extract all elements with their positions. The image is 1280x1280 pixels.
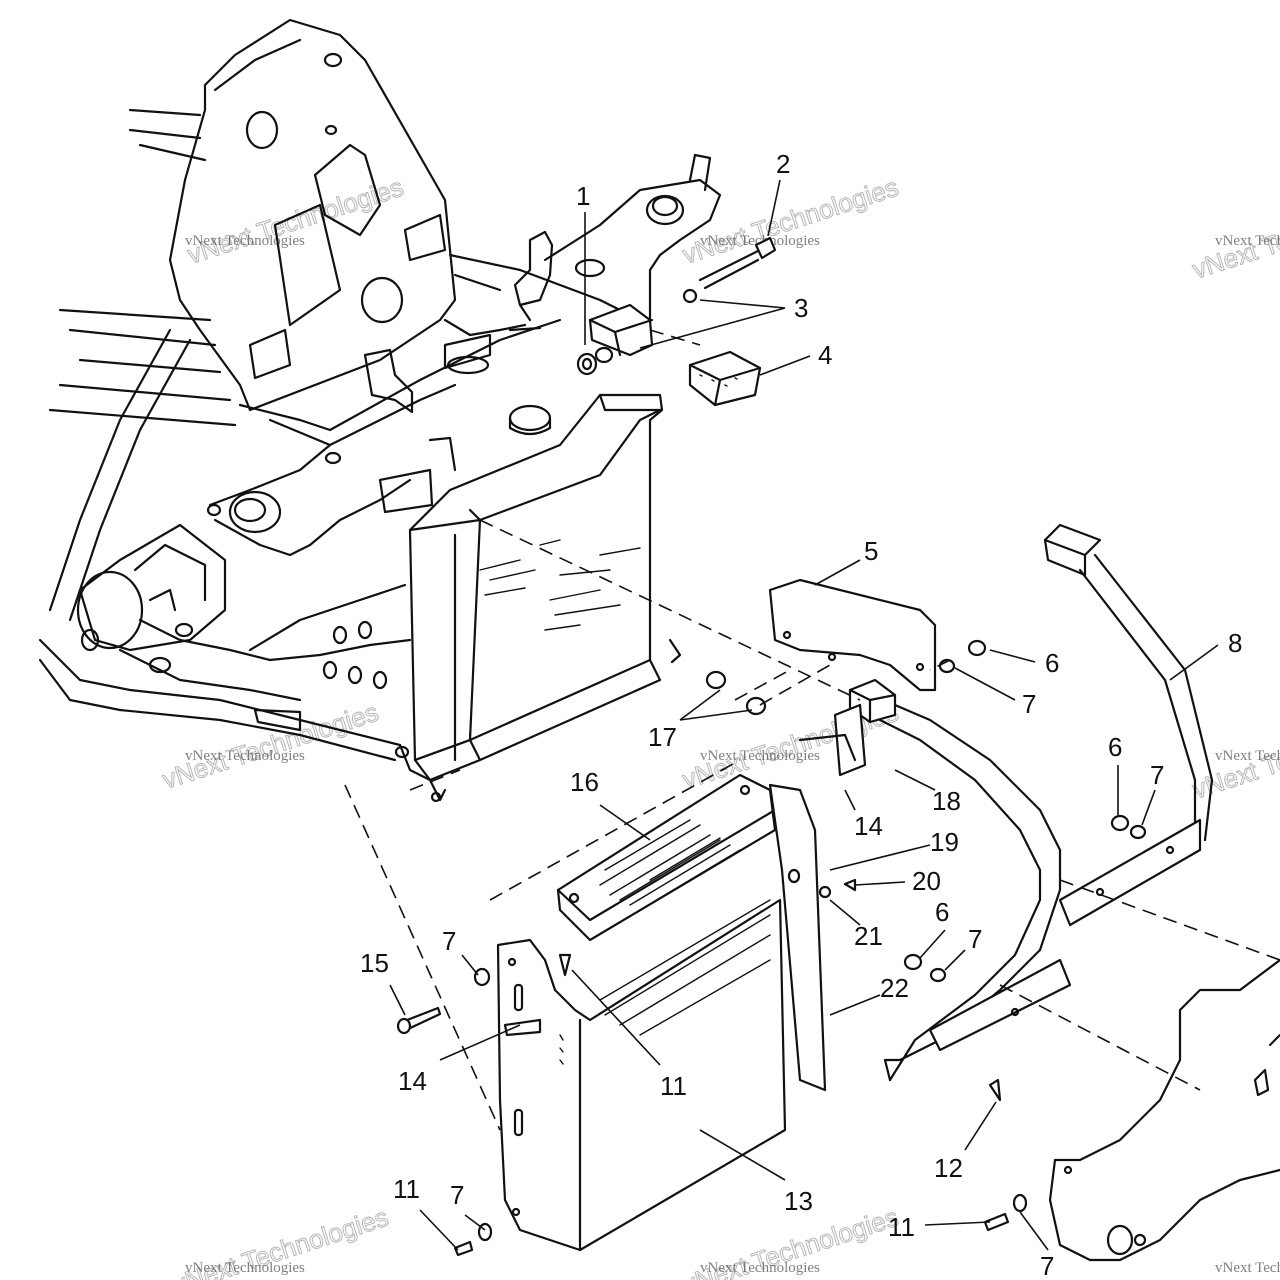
chassis-frame — [38, 18, 722, 762]
watermark-text: vNext Technologies — [185, 748, 305, 764]
callout-18: 18 — [932, 786, 961, 816]
callout-19: 19 — [930, 827, 959, 857]
watermark-text: vNext Technologies — [700, 1260, 820, 1276]
callout-14: 14 — [398, 1066, 427, 1096]
watermark-text: vNext Technologies — [1215, 748, 1280, 764]
callout-11: 11 — [393, 1174, 420, 1204]
callout-5: 5 — [864, 536, 878, 566]
callout-7: 7 — [1022, 689, 1036, 719]
callout-15: 15 — [360, 948, 389, 978]
callout-22: 22 — [880, 973, 909, 1003]
bumper-bar — [848, 523, 1214, 1082]
watermark-text: vNext Technologies — [185, 233, 305, 249]
callout-6: 6 — [1108, 732, 1122, 762]
callout-6: 6 — [1045, 648, 1059, 678]
callout-17: 17 — [648, 722, 677, 752]
watermark-outline: vNext Technologies — [679, 172, 902, 270]
callout-7: 7 — [442, 926, 456, 956]
radiator — [394, 393, 682, 803]
callout-12: 12 — [934, 1153, 963, 1183]
mount-hardware — [576, 236, 777, 407]
watermark-text: vNext Technologies — [1215, 1260, 1280, 1276]
callout-1: 1 — [576, 181, 590, 211]
fasteners — [396, 639, 1147, 1257]
watermark-text: vNext Technologies — [700, 748, 820, 764]
callout-2: 2 — [776, 149, 790, 179]
callout-labels: 1 2 3 4 5 6 7 8 6 7 17 18 14 16 19 20 21… — [360, 149, 1242, 1280]
watermark-text: vNext Technologies — [185, 1260, 305, 1276]
radiator-housing — [496, 898, 787, 1252]
callout-21: 21 — [854, 921, 883, 951]
callout-8: 8 — [1228, 628, 1242, 658]
callout-3: 3 — [794, 293, 808, 323]
callout-11: 11 — [660, 1071, 687, 1101]
callout-20: 20 — [912, 866, 941, 896]
callout-16: 16 — [570, 767, 599, 797]
callout-14: 14 — [854, 811, 883, 841]
callout-7: 7 — [450, 1180, 464, 1210]
watermark-text: vNext Technologies — [1215, 233, 1280, 249]
leader-lines — [389, 179, 1219, 1251]
callout-6: 6 — [935, 897, 949, 927]
callout-7: 7 — [1150, 760, 1164, 790]
nose-pan — [1048, 958, 1280, 1262]
callout-11: 11 — [888, 1212, 915, 1242]
callout-7: 7 — [968, 924, 982, 954]
watermark-text: vNext Technologies — [700, 233, 820, 249]
callout-4: 4 — [818, 340, 832, 370]
shield-plate — [768, 578, 937, 692]
side-panel — [768, 783, 827, 1092]
grille-panel — [556, 773, 777, 942]
callout-7: 7 — [1040, 1251, 1054, 1280]
assembly-lines — [344, 329, 1280, 1131]
callout-13: 13 — [784, 1186, 813, 1216]
